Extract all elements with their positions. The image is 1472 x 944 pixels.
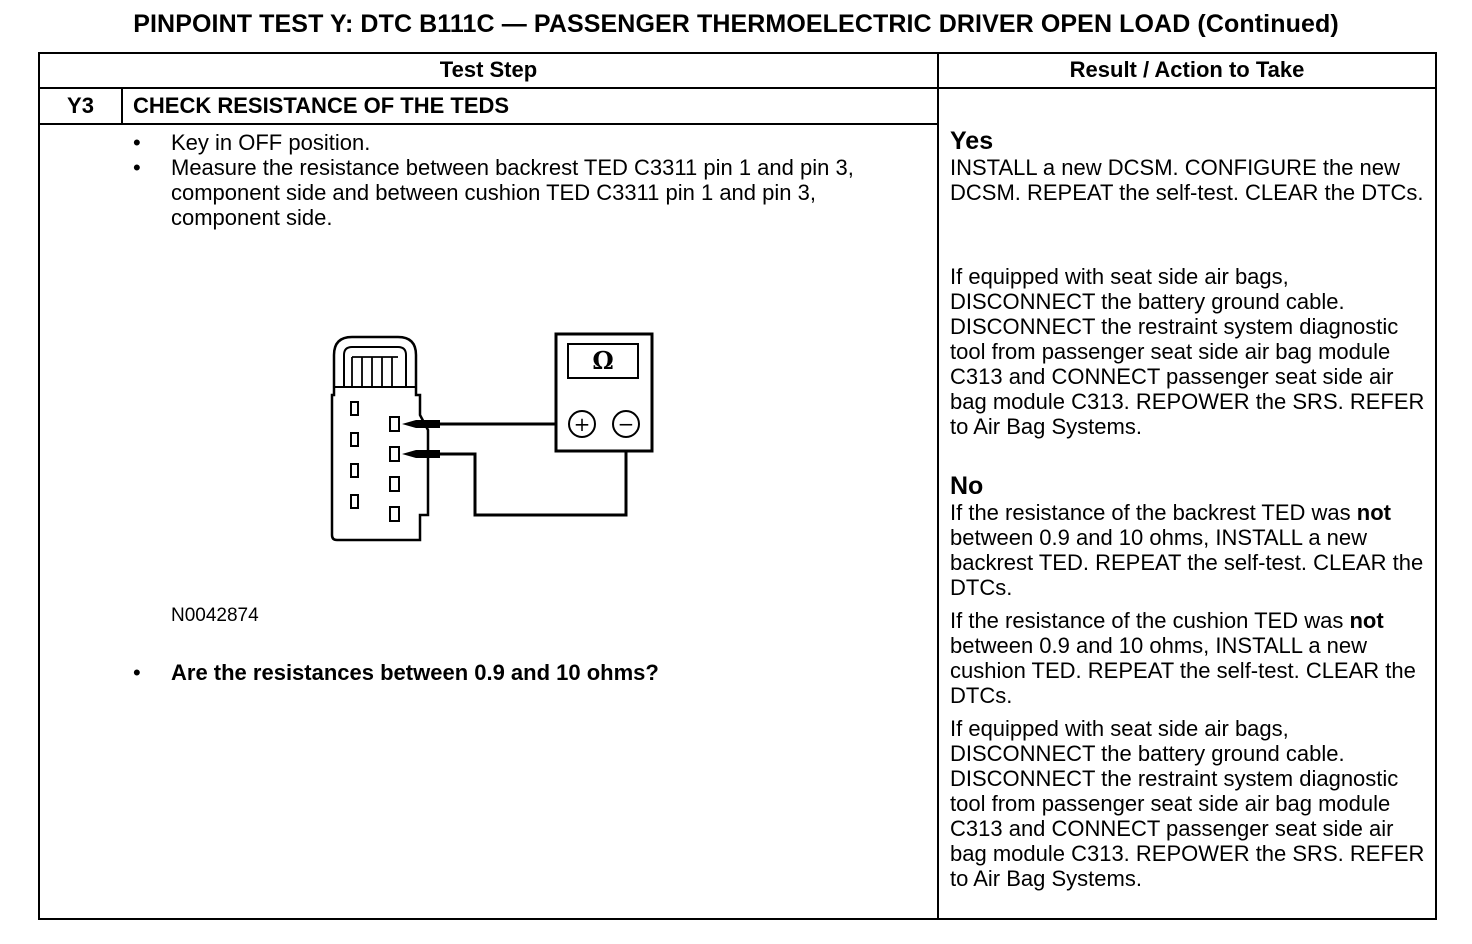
no-backrest-pre: If the resistance of the backrest TED wa… [950,500,1351,525]
pinpoint-table [38,52,1437,920]
connector-pins [350,401,400,522]
step-id-divider [121,87,123,124]
no-cushion-not: not [1349,608,1384,633]
step-question: Are the resistances between 0.9 and 10 o… [171,660,659,685]
result-no-cushion-text: If the resistance of the cushion TED was… [950,608,1435,708]
no-backrest-not: not [1356,500,1391,525]
step-title-divider [38,123,939,125]
header-test-step: Test Step [439,57,538,82]
result-no-label: No [950,472,984,500]
bullet-mark: • [133,155,141,180]
figure-id: N0042874 [171,605,259,626]
ohmmeter: Ω + − [554,332,654,453]
result-yes-label: Yes [950,127,994,155]
minus-terminal-label: − [618,412,635,436]
column-divider [937,52,939,920]
step-bullet-1: Key in OFF position. [171,130,371,155]
connector-body [330,335,430,542]
ohm-symbol: Ω [592,346,613,375]
connector-meter-diagram: Ω + − [330,332,654,542]
no-cushion-pre: If the resistance of the cushion TED was [950,608,1344,633]
step-bullet-2: Measure the resistance between backrest … [171,155,854,230]
header-result-action: Result / Action to Take [1069,57,1305,82]
bullet-mark: • [133,660,141,685]
step-title: CHECK RESISTANCE OF THE TEDS [133,93,510,118]
plus-terminal-label: + [574,412,591,436]
no-cushion-post: between 0.9 and 10 ohms, INSTALL a new c… [950,633,1416,708]
header-divider [38,87,1437,89]
result-no-airbag-text: If equipped with seat side air bags, DIS… [950,716,1425,891]
test-leads [440,422,628,517]
page-title: PINPOINT TEST Y: DTC B111C — PASSENGER T… [133,10,1339,38]
no-backrest-post: between 0.9 and 10 ohms, INSTALL a new b… [950,525,1424,600]
step-id: Y3 [67,93,94,118]
test-probes [402,420,440,458]
result-yes-text: INSTALL a new DCSM. CONFIGURE the new DC… [950,155,1424,205]
result-yes-airbag-text: If equipped with seat side air bags, DIS… [950,264,1425,439]
result-no-backrest-text: If the resistance of the backrest TED wa… [950,500,1435,600]
bullet-mark: • [133,130,141,155]
